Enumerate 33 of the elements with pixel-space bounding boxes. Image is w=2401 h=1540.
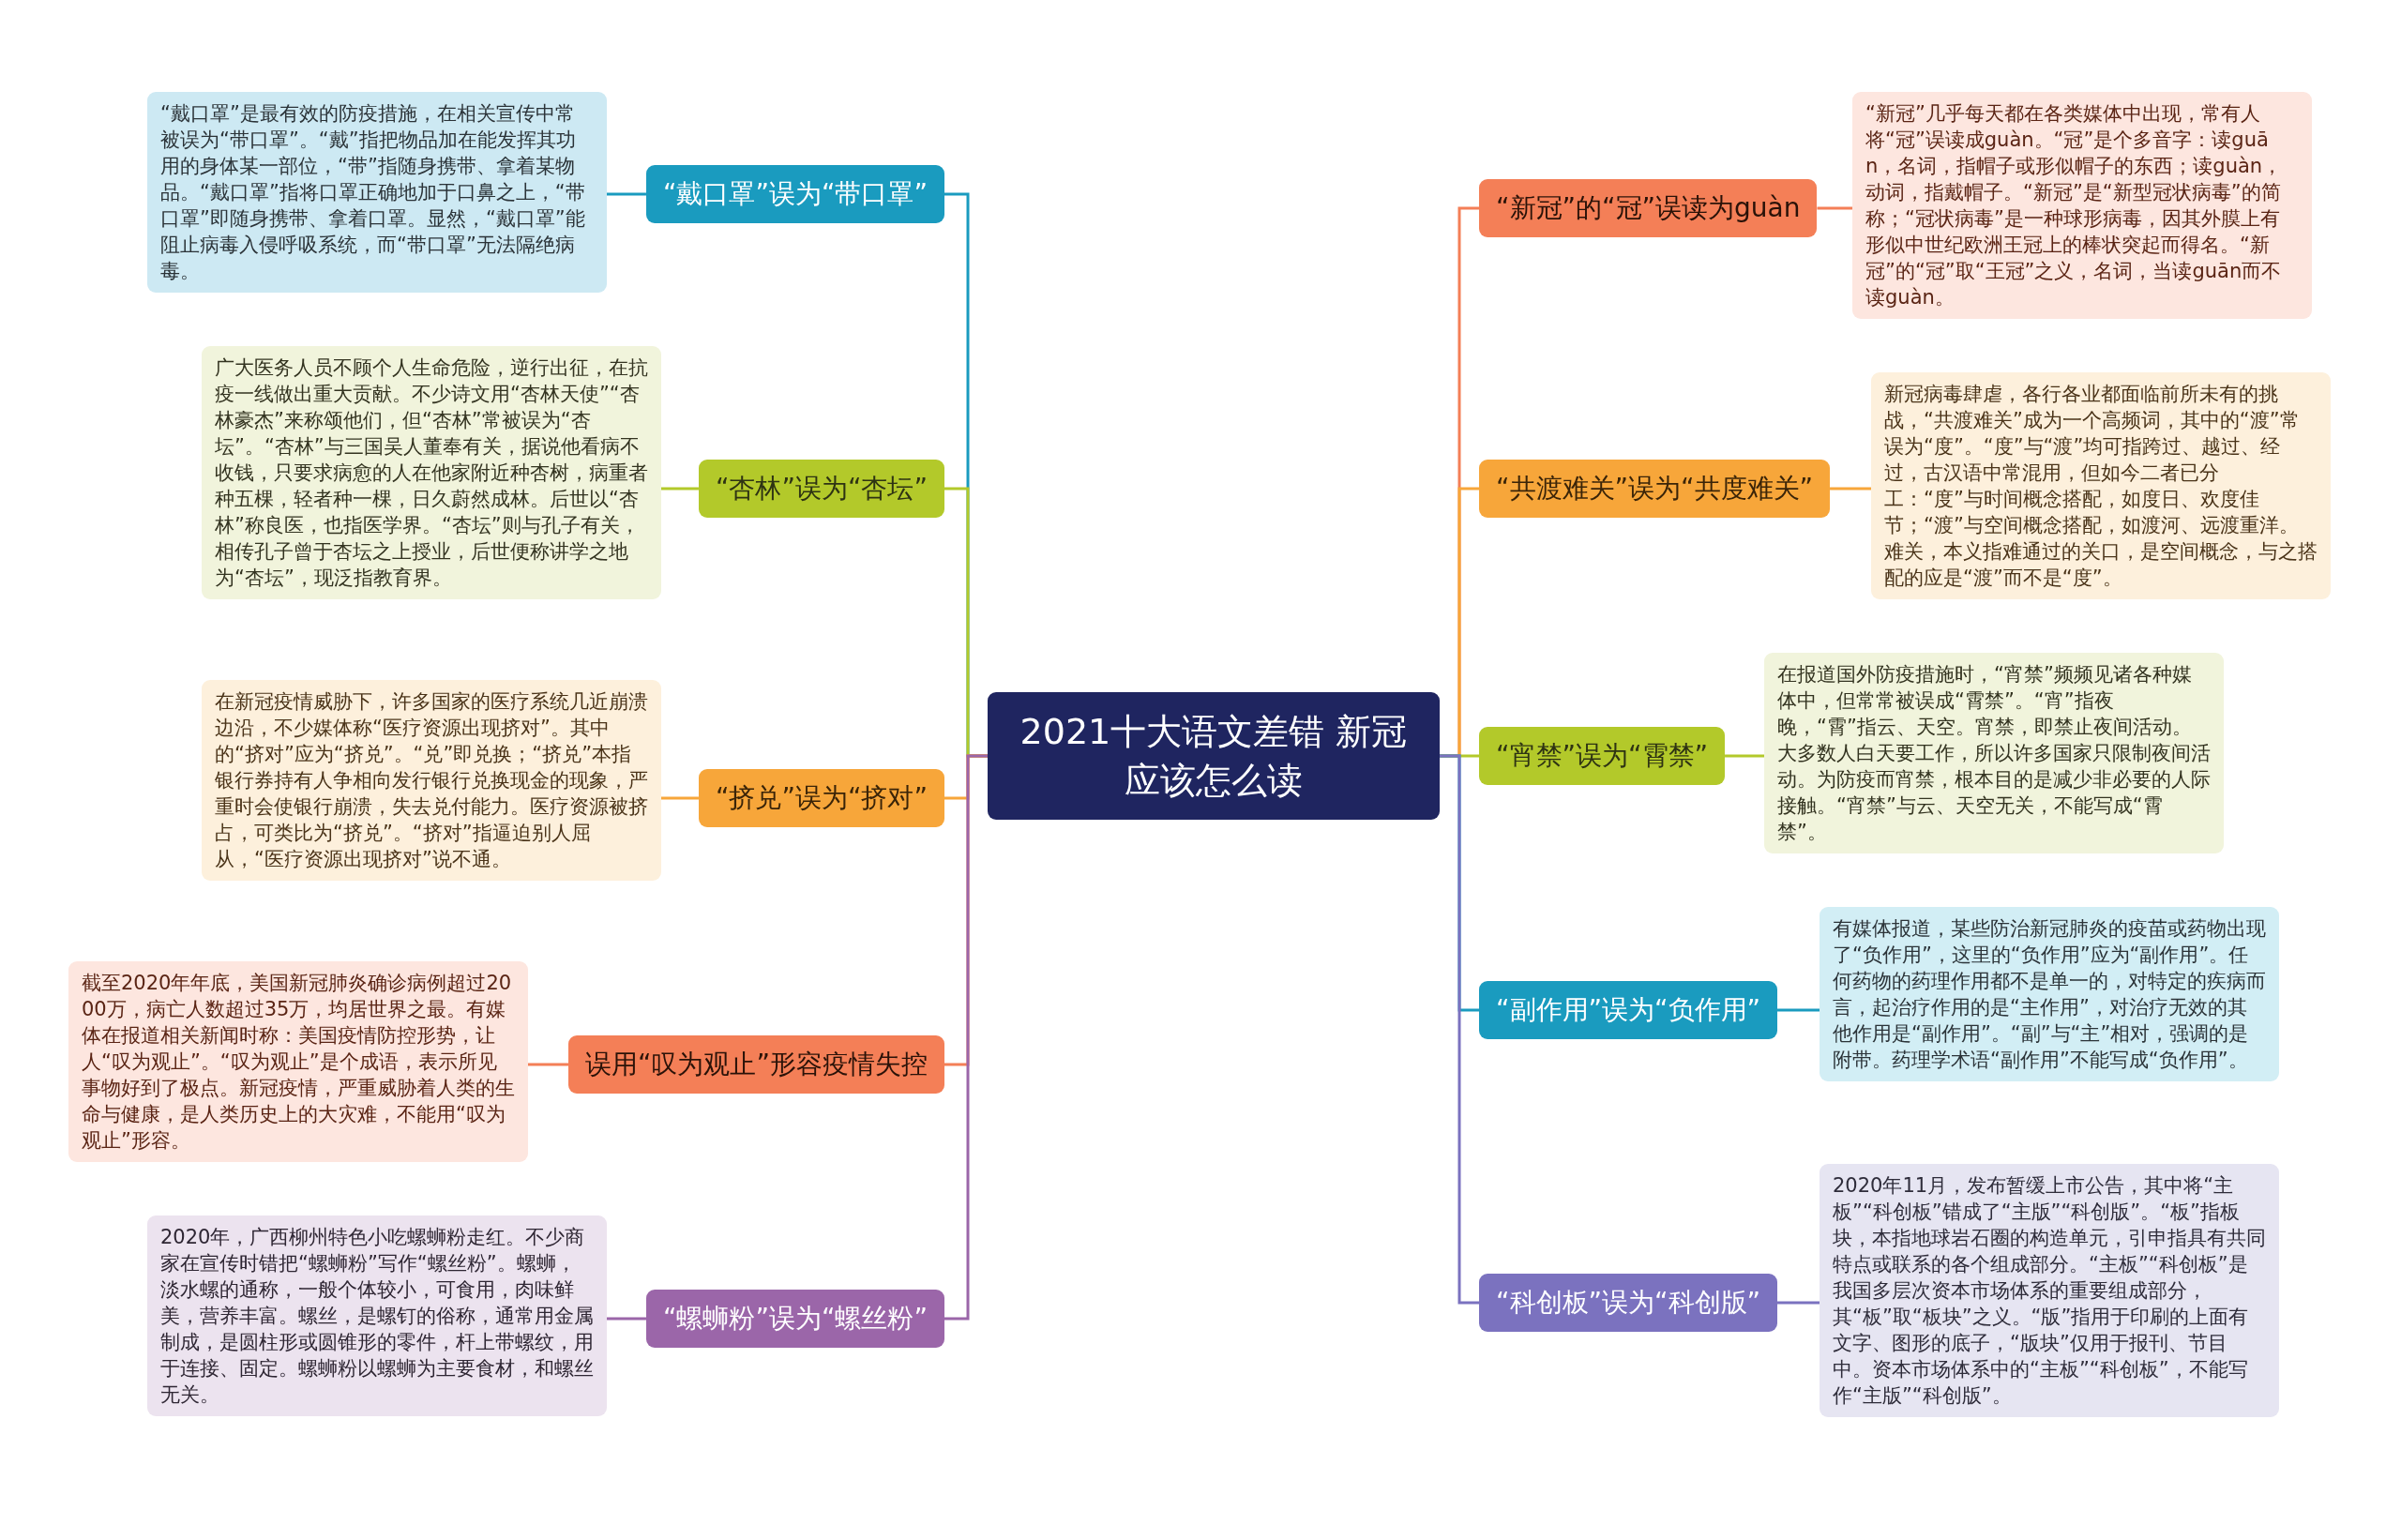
connector-line: [607, 192, 646, 196]
central-topic: 2021十大语文差错 新冠应该怎么读: [988, 692, 1440, 820]
connector-line: [661, 796, 699, 800]
connector-line: [1830, 487, 1871, 491]
note-card: 新冠病毒肆虐，各行各业都面临前所未有的挑战，“共渡难关”成为一个高频词，其中的“渡”常误为“度”。“度”与“渡”均可指跨过、越过、经过，古汉语中常混用，但如今二者已分工：“度”与时间概念搭配，如度日、欢度佳节；“渡”与空间概念搭配，如渡河、远渡重洋。难关，本义指难通过的关口，是空间概念，与之搭配的应是“渡”而不是“度”。: [1871, 372, 2331, 599]
note-card: “新冠”几乎每天都在各类媒体中出现，常有人将“冠”误读成guàn。“冠”是个多音字：读guān，名词，指帽子或形似帽子的东西；读guàn，动词，指戴帽子。“新冠”是“新型冠状病毒”的简称；“冠状病毒”是一种球形病毒，因其外膜上有形似中世纪欧洲王冠上的棒状突起而得名。“新冠”的“冠”取“王冠”之义，名词，当读guān而不读guàn。: [1852, 92, 2312, 319]
connector-line: [1817, 206, 1852, 210]
branch-topic: “宵禁”误为“霄禁”: [1479, 727, 1726, 785]
note-card: “戴口罩”是最有效的防疫措施，在相关宣传中常被误为“带口罩”。“戴”指把物品加在能发挥其功用的身体某一部位，“带”指随身携带、拿着某物品。“戴口罩”指将口罩正确地加于口鼻之上，“带口罩”即随身携带、拿着口罩。显然，“戴口罩”能阻止病毒入侵呼吸系统，而“带口罩”无法隔绝病毒。: [147, 92, 607, 293]
note-card: 广大医务人员不顾个人生命危险，逆行出征，在抗疫一线做出重大贡献。不少诗文用“杏林天使”“杏林豪杰”来称颂他们，但“杏林”常被误为“杏坛”。“杏林”与三国吴人董奉有关，据说他看病不收钱，只要求病愈的人在他家附近种杏树，病重者种五棵，轻者种一棵，日久蔚然成林。后世以“杏林”称良医，也指医学界。“杏坛”则与孔子有关，相传孔子曾于杏坛之上授业，后世便称讲学之地为“杏坛”，现泛指教育界。: [202, 346, 661, 599]
connector-line: [607, 1317, 646, 1321]
note-card: 有媒体报道，某些防治新冠肺炎的疫苗或药物出现了“负作用”，这里的“负作用”应为“副作用”。任何药物的药理作用都不是单一的，对特定的疾病而言，起治疗作用的是“主作用”，对治疗无效的其他作用是“副作用”。“副”与“主”相对，强调的是附带。药理学术语“副作用”不能写成“负作用”。: [1820, 907, 2279, 1081]
connector-line: [1725, 754, 1764, 758]
note-card: 截至2020年年底，美国新冠肺炎确诊病例超过2000万，病亡人数超过35万，均居世界之最。有媒体在报道相关新闻时称：美国疫情防控形势，让人“叹为观止”。“叹为观止”是个成语，表示所见事物好到了极点。新冠疫情，严重威胁着人类的生命与健康，是人类历史上的大灾难，不能用“叹为观止”形容。: [68, 961, 528, 1162]
note-card: 2020年11月，发布暂缓上市公告，其中将“主板”“科创板”错成了“主版”“科创版”。“板”指板块，本指地球岩石圈的构造单元，引申指具有共同特点或联系的各个组成部分。“主板”“科创板”是我国多层次资本市场体系的重要组成部分，其“板”取“板块”之义。“版”指用于印刷的上面有文字、图形的底子，“版块”仅用于报刊、节目中。资本市场体系中的“主板”“科创板”，不能写作“主版”“科创版”。: [1820, 1164, 2279, 1417]
branch-topic: “副作用”误为“负作用”: [1479, 981, 1778, 1039]
connector-line: [1777, 1008, 1820, 1012]
branch-topic: “螺蛳粉”误为“螺丝粉”: [645, 1290, 944, 1348]
branch-topic: “科创板”误为“科创版”: [1479, 1274, 1778, 1332]
branch-topic: “新冠”的“冠”误读为guàn: [1479, 179, 1818, 237]
branch-topic: “杏林”误为“杏坛”: [698, 460, 944, 518]
connector-line: [1440, 754, 1479, 1305]
connector-line: [528, 1063, 568, 1066]
note-card: 在报道国外防疫措施时，“宵禁”频频见诸各种媒体中，但常常被误成“霄禁”。“宵”指夜晚，“霄”指云、天空。宵禁，即禁止夜间活动。大多数人白天要工作，所以许多国家只限制夜间活动。为防疫而宵禁，根本目的是减少非必要的人际接触。“宵禁”与云、天空无关，不能写成“霄禁”。: [1764, 653, 2224, 853]
connector-line: [661, 487, 699, 491]
branch-topic: “戴口罩”误为“带口罩”: [645, 165, 944, 223]
branch-topic: 误用“叹为观止”形容疫情失控: [568, 1035, 944, 1094]
connector-line: [1777, 1301, 1820, 1305]
branch-topic: “共渡难关”误为“共度难关”: [1479, 460, 1831, 518]
note-card: 2020年，广西柳州特色小吃螺蛳粉走红。不少商家在宣传时错把“螺蛳粉”写作“螺丝粉”。螺蛳，淡水螺的通称，一般个体较小，可食用，肉味鲜美，营养丰富。螺丝，是螺钉的俗称，通常用金属制成，是圆柱形或圆锥形的零件，杆上带螺纹，用于连接、固定。螺蛳粉以螺蛳为主要食材，和螺丝无关。: [147, 1215, 607, 1416]
connector-line: [944, 754, 988, 1321]
note-card: 在新冠疫情威胁下，许多国家的医疗系统几近崩溃边沿，不少媒体称“医疗资源出现挤对”。其中的“挤对”应为“挤兑”。“兑”即兑换；“挤兑”本指银行券持有人争相向发行银行兑换现金的现象，严重时会使银行崩溃，失去兑付能力。医疗资源被挤占，可类比为“挤兑”。“挤对”指逼迫别人屈从，“医疗资源出现挤对”说不通。: [202, 680, 661, 881]
branch-topic: “挤兑”误为“挤对”: [698, 769, 944, 827]
